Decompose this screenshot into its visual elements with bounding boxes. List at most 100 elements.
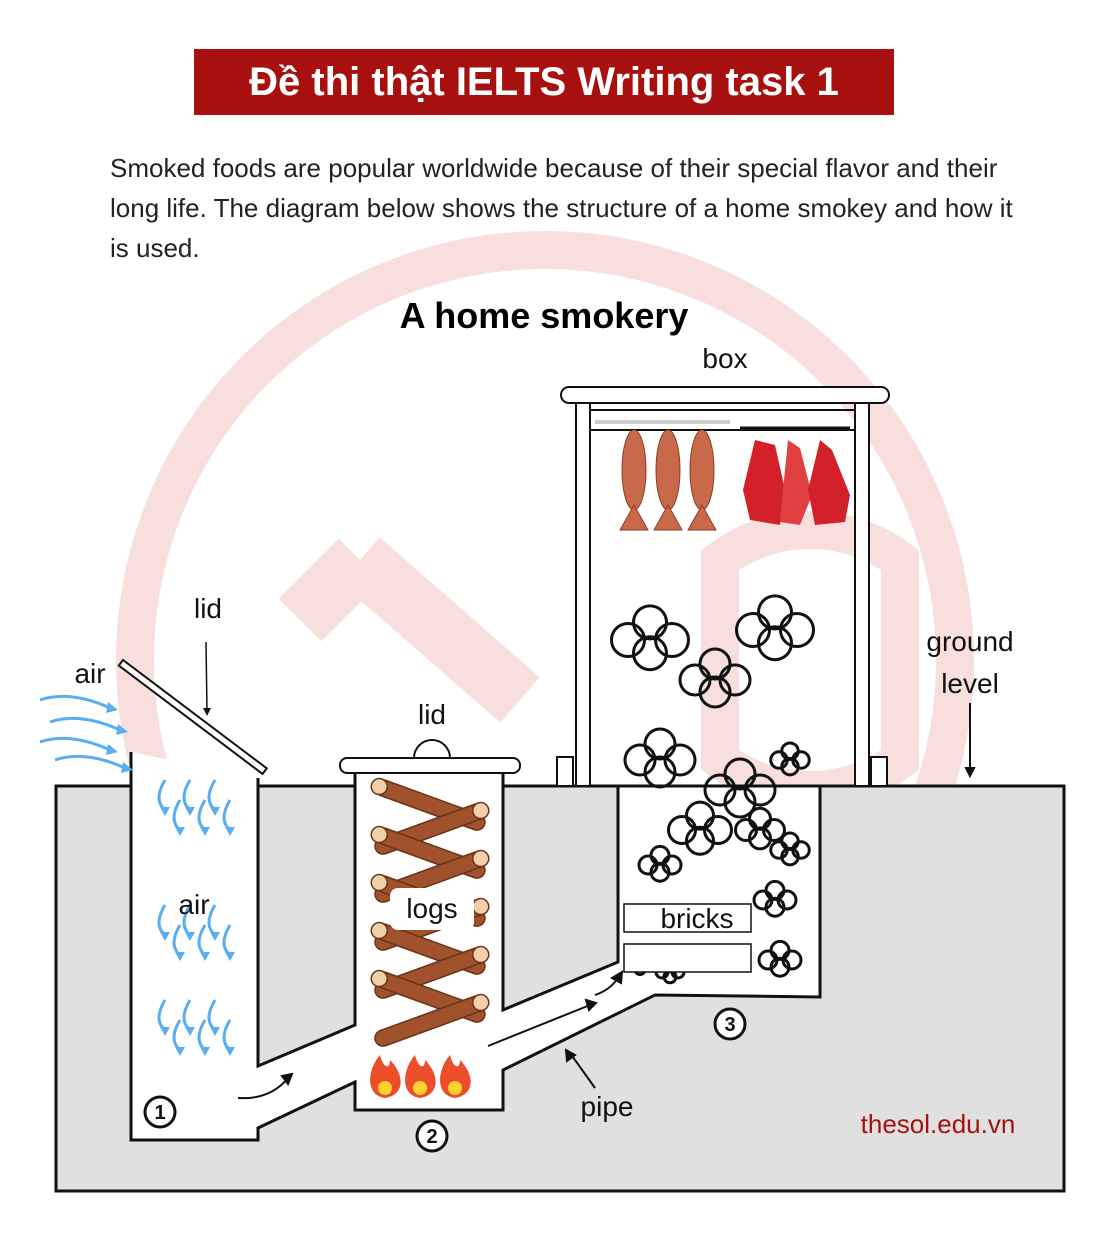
air-arrowhead [210,932,220,941]
air-flow-arrow [39,736,111,752]
label-lid-1: lid [194,593,222,624]
air-arrowhead [200,952,210,961]
air-arrowhead [175,827,185,836]
title-banner: Đề thi thật IELTS Writing task 1 [194,49,894,115]
smoke-puff [643,755,677,789]
smoke-puff [703,815,733,845]
smoke-puff [779,612,815,648]
step-2-number: 2 [426,1126,437,1148]
flame-icon [440,1055,471,1098]
label-box: box [702,343,747,374]
air-flow-arrow [49,716,121,732]
smoke-puff [757,625,793,662]
log-end [370,873,389,892]
flame-icon [405,1055,436,1098]
step-3-number: 3 [724,1014,735,1036]
flame-icon [370,1055,401,1098]
air-arrowhead [185,1027,195,1036]
task-description: Smoked foods are popular worldwide becau… [110,153,1013,263]
air-arrowhead [121,762,133,773]
smoke-puff [632,604,668,641]
smoke-puff [769,956,791,978]
step-1-number: 1 [154,1102,165,1124]
smoke-puff [735,612,771,648]
air-arrowhead [225,1047,235,1056]
air-arrowhead [175,952,185,961]
lid-2-handle [413,739,451,759]
flame-core [413,1081,427,1095]
label-logs: logs [406,893,457,924]
log [374,993,490,1047]
flame-core [448,1081,462,1095]
smoke-puff [610,622,646,658]
log-end [370,921,389,940]
air-arrowhead [200,827,210,836]
smoke-puff [780,846,800,867]
air-arrowhead [225,827,235,836]
step-1: 1 [143,1095,177,1129]
smoke-puff [743,773,777,807]
smoke-puff [654,622,690,658]
smoke-puff [718,663,752,697]
smoke-puff [685,800,715,831]
smoke-puff [757,594,793,631]
lid-1-pointer-head [203,708,211,716]
log-end [471,945,490,964]
air-arrows [39,694,235,1056]
air-arrowhead [185,807,195,816]
log-end [370,825,389,844]
fire-icons [370,1055,471,1098]
smoke-puff [703,773,737,807]
diagram-title: A home smokery [400,295,689,336]
air-flow-arrow [54,754,126,770]
lid-2 [339,757,521,774]
flame-core [378,1081,392,1095]
hanging-fish [619,429,717,531]
smoke-puff [623,743,657,777]
air-arrowhead [106,744,118,755]
hanging-meat [743,440,850,525]
smoke-puff [643,727,677,761]
page-title: Đề thi thật IELTS Writing task 1 [249,59,839,104]
label-level: level [941,668,999,699]
label-ground: ground [926,626,1013,657]
label-lid-2: lid [418,699,446,730]
smoke-puff [663,743,697,777]
air-arrowhead [185,932,195,941]
smoke-puff [667,815,697,845]
air-arrowhead [160,1027,170,1036]
air-arrowhead [106,702,118,713]
lid-1 [117,658,269,776]
smoking-box [556,386,890,787]
smoke-puff [764,896,786,918]
air-flow-arrow [39,694,111,710]
air-arrowhead [200,1047,210,1056]
log-end [370,969,389,988]
brand-watermark-text: thesol.edu.vn [861,1109,1016,1139]
logs-label-background [390,888,474,930]
air-arrowhead [210,1027,220,1036]
smoke-puff [698,675,732,709]
log-end [471,849,490,868]
air-arrowhead [225,952,235,961]
smoke-puff [723,757,757,791]
air-arrowhead [160,932,170,941]
smoke-puff [685,825,715,856]
smoke-puff [723,785,757,819]
air-arrowhead [160,807,170,816]
brick-lower [623,943,752,973]
log-end [471,993,490,1012]
smoke-puff [649,861,671,883]
label-air-inside: air [178,889,209,920]
flow-arrows [237,703,976,1100]
smoke-puff [678,663,712,697]
label-bricks: bricks [660,903,733,934]
air-arrowhead [210,807,220,816]
smoke-puff [698,647,732,681]
log-end [370,777,389,796]
smoke-puff [632,635,668,672]
brick-upper [623,903,752,933]
air-arrowhead [175,1047,185,1056]
